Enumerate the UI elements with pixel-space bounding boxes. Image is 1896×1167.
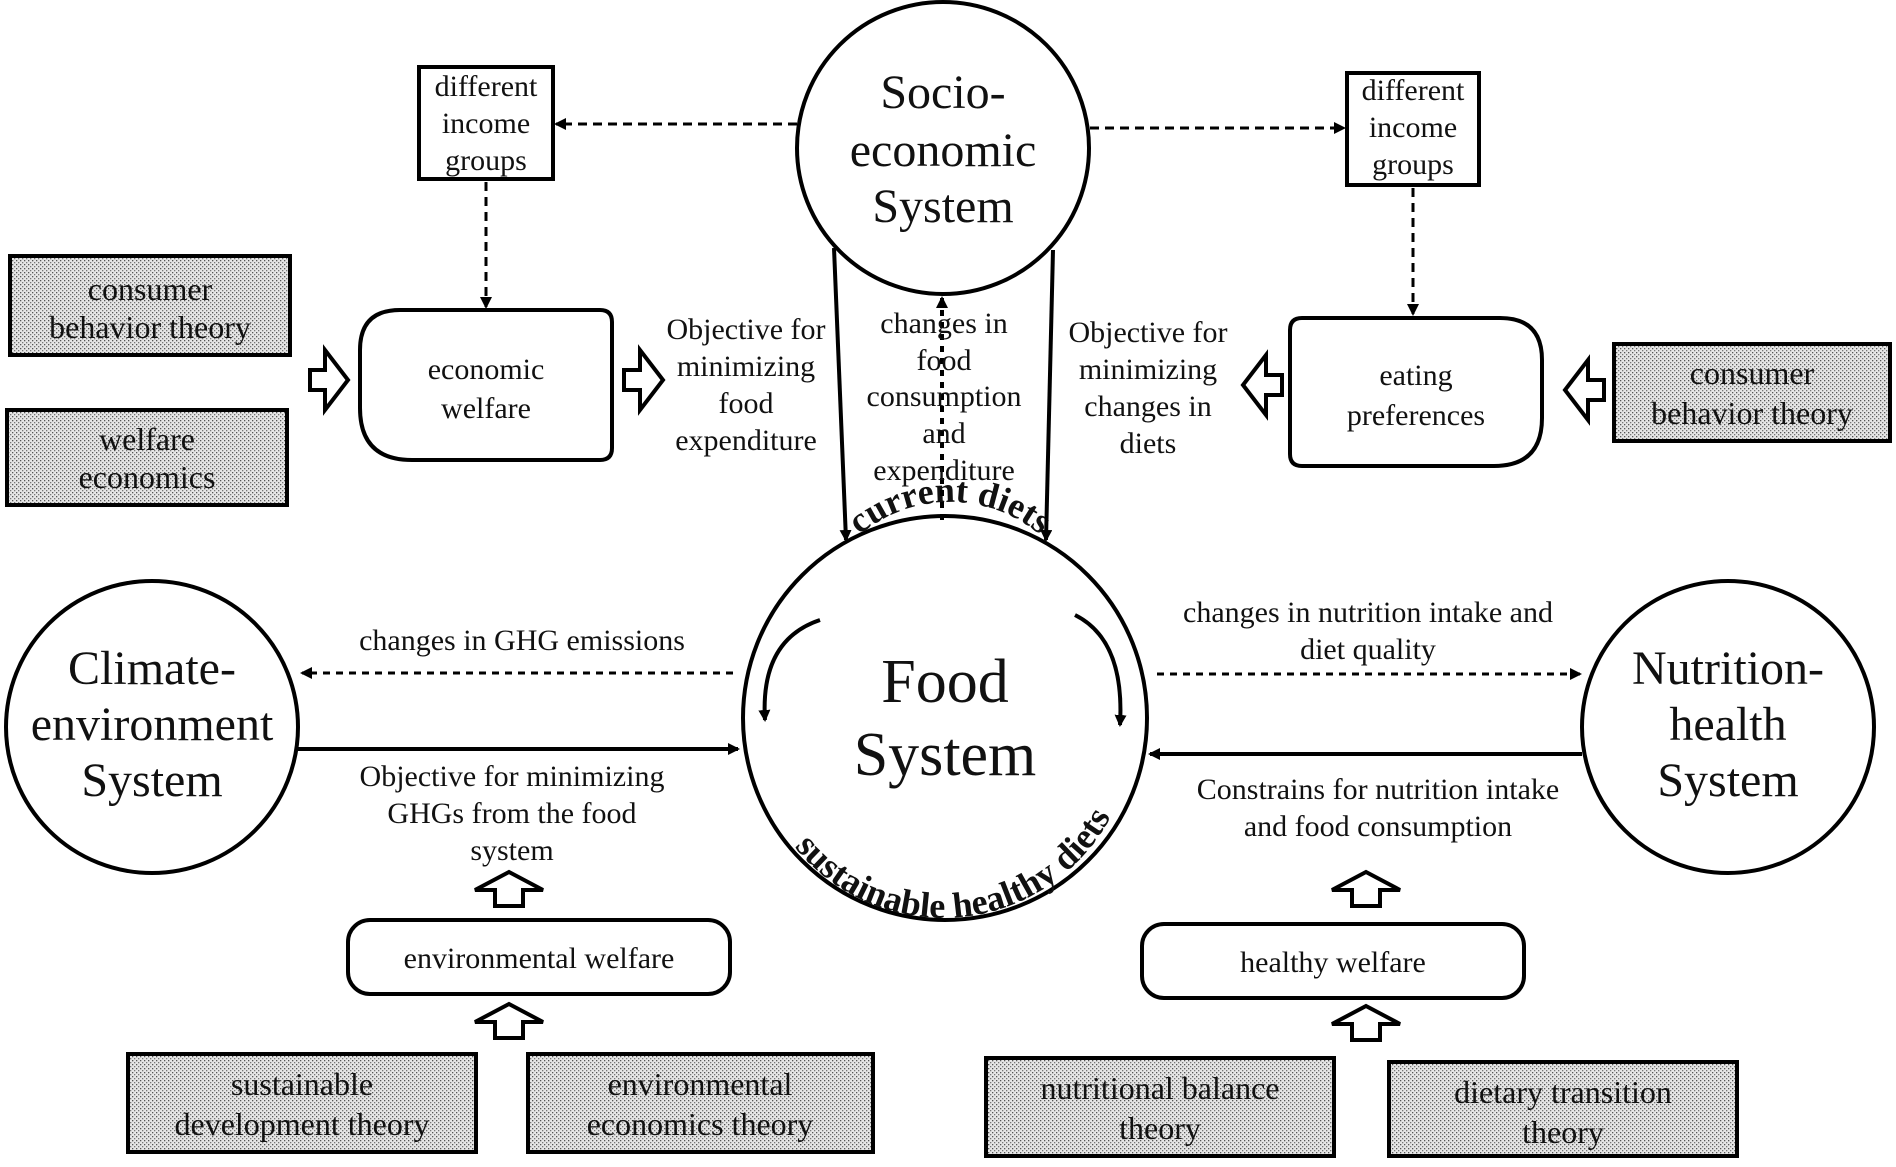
consumer-left-line-2: behavior theory bbox=[49, 309, 251, 345]
hollow-arrow-theory-to-economic bbox=[308, 344, 351, 416]
healthy-welfare-box: healthy welfare bbox=[1140, 922, 1526, 1000]
changes-consumption-line-5: expenditure bbox=[873, 454, 1015, 487]
objective-minimizing-ghg-label: Objective for minimizing GHGs from the f… bbox=[360, 760, 665, 867]
socio-economic-title-1: Socio- bbox=[880, 66, 1005, 119]
hollow-arrow-economic-to-objective bbox=[622, 344, 666, 416]
obj-ghg-line-2: GHGs from the food bbox=[387, 797, 636, 830]
changes-consumption-line-2: food bbox=[917, 344, 972, 377]
obj-ghg-line-3: system bbox=[470, 834, 553, 867]
changes-consumption-line-3: consumption bbox=[867, 380, 1022, 413]
food-system-title-1: Food bbox=[881, 648, 1008, 716]
hollow-arrow-welfare-to-ghg-objective bbox=[474, 869, 544, 908]
consumer-right-line-1: consumer bbox=[1690, 355, 1815, 391]
healthy-welfare-label: healthy welfare bbox=[1240, 946, 1426, 979]
income-groups-left-line-2: income bbox=[442, 107, 530, 140]
economic-welfare-line-2: welfare bbox=[441, 392, 531, 425]
socio-to-food-left-arrow bbox=[832, 247, 852, 542]
obj-expenditure-line-2: minimizing bbox=[677, 350, 815, 383]
sustainable-development-theory: sustainable development theory bbox=[126, 1052, 478, 1154]
hollow-arrow-eating-to-objective bbox=[1240, 349, 1284, 421]
nutritional-balance-line-2: theory bbox=[1119, 1110, 1201, 1146]
eating-preferences-line-1: eating bbox=[1379, 359, 1452, 392]
dietary-transition-line-1: dietary transition bbox=[1454, 1074, 1672, 1110]
income-groups-right-line-2: income bbox=[1369, 111, 1457, 144]
food-system: Food System current diets sustainable he… bbox=[741, 470, 1149, 926]
nutrition-changes-label: changes in nutrition intake and diet qua… bbox=[1183, 596, 1553, 666]
constraints-line-1: Constrains for nutrition intake bbox=[1197, 773, 1559, 806]
changes-consumption-expenditure-label: changes in food consumption and expendit… bbox=[867, 307, 1022, 487]
climate-title-1: Climate- bbox=[68, 642, 236, 695]
climate-title-3: System bbox=[81, 754, 222, 807]
env-econ-line-1: environmental bbox=[608, 1066, 793, 1102]
welfare-econ-line-2: economics bbox=[79, 459, 216, 495]
constraints-label: Constrains for nutrition intake and food… bbox=[1197, 773, 1559, 843]
income-groups-right-line-3: groups bbox=[1372, 148, 1454, 181]
objective-minimizing-diet-changes-label: Objective for minimizing changes in diet… bbox=[1068, 316, 1227, 460]
obj-diets-line-1: Objective for bbox=[1068, 316, 1227, 349]
sustainable-dev-line-1: sustainable bbox=[231, 1066, 373, 1102]
environmental-economics-theory: environmental economics theory bbox=[526, 1052, 875, 1154]
obj-diets-line-4: diets bbox=[1120, 427, 1177, 460]
consumer-left-line-1: consumer bbox=[88, 271, 213, 307]
cycle-arrow-left bbox=[758, 618, 821, 722]
nutrition-changes-line-2: diet quality bbox=[1300, 633, 1436, 666]
consumer-behavior-theory-right: consumer behavior theory bbox=[1612, 342, 1892, 443]
environmental-welfare-box: environmental welfare bbox=[346, 918, 732, 996]
env-econ-line-2: economics theory bbox=[587, 1106, 814, 1142]
changes-consumption-line-4: and bbox=[922, 417, 965, 450]
nutrition-title-2: health bbox=[1669, 698, 1786, 751]
obj-expenditure-line-1: Objective for bbox=[666, 313, 825, 346]
hollow-arrow-theories-to-env-welfare bbox=[474, 1001, 544, 1040]
income-groups-left-box: different income groups bbox=[417, 65, 555, 181]
obj-ghg-line-1: Objective for minimizing bbox=[360, 760, 665, 793]
income-groups-right-line-1: different bbox=[1362, 74, 1465, 107]
economic-welfare-line-1: economic bbox=[428, 353, 545, 386]
climate-title-2: environment bbox=[31, 698, 274, 751]
socio-to-food-right-arrow bbox=[1040, 249, 1055, 542]
dietary-transition-line-2: theory bbox=[1522, 1114, 1604, 1150]
climate-environment-system: Climate- environment System bbox=[4, 579, 300, 875]
socio-economic-system: Socio- economic System bbox=[795, 0, 1091, 296]
obj-diets-line-2: minimizing bbox=[1079, 353, 1217, 386]
income-groups-left-line-3: groups bbox=[445, 144, 527, 177]
socio-economic-title-3: System bbox=[872, 180, 1013, 233]
ghg-changes-label: changes in GHG emissions bbox=[359, 624, 685, 657]
eating-preferences-box: eating preferences bbox=[1288, 316, 1544, 468]
obj-diets-line-3: changes in bbox=[1084, 390, 1211, 423]
obj-expenditure-line-3: food bbox=[719, 387, 774, 420]
obj-expenditure-line-4: expenditure bbox=[675, 424, 817, 457]
nutritional-balance-theory: nutritional balance theory bbox=[984, 1056, 1336, 1158]
cycle-arrow-right bbox=[1074, 613, 1127, 727]
hollow-arrows bbox=[308, 344, 1606, 1042]
nutrition-changes-line-1: changes in nutrition intake and bbox=[1183, 596, 1553, 629]
sustainable-dev-line-2: development theory bbox=[174, 1106, 429, 1142]
hollow-arrow-theories-to-healthy-welfare bbox=[1331, 1003, 1401, 1042]
environmental-welfare-label: environmental welfare bbox=[404, 942, 675, 975]
food-system-title-2: System bbox=[854, 721, 1037, 789]
hollow-arrow-welfare-to-constraints bbox=[1331, 869, 1401, 908]
welfare-econ-line-1: welfare bbox=[99, 421, 195, 457]
nutrition-health-system: Nutrition- health System bbox=[1580, 579, 1876, 875]
income-groups-left-line-1: different bbox=[435, 70, 538, 103]
changes-consumption-line-1: changes in bbox=[880, 307, 1007, 340]
socio-economic-title-2: economic bbox=[850, 124, 1037, 177]
objective-minimizing-expenditure-label: Objective for minimizing food expenditur… bbox=[666, 313, 825, 457]
constraints-line-2: and food consumption bbox=[1244, 810, 1512, 843]
welfare-economics-theory: welfare economics bbox=[5, 408, 289, 507]
consumer-behavior-theory-left: consumer behavior theory bbox=[8, 254, 292, 357]
nutritional-balance-line-1: nutritional balance bbox=[1040, 1070, 1279, 1106]
eating-preferences-line-2: preferences bbox=[1347, 399, 1485, 432]
income-groups-right-box: different income groups bbox=[1345, 71, 1481, 187]
dietary-transition-theory: dietary transition theory bbox=[1387, 1060, 1739, 1158]
hollow-arrow-theory-to-eating bbox=[1562, 354, 1606, 426]
economic-welfare-box: economic welfare bbox=[358, 308, 614, 462]
nutrition-title-1: Nutrition- bbox=[1632, 642, 1824, 695]
consumer-right-line-2: behavior theory bbox=[1651, 395, 1853, 431]
nutrition-title-3: System bbox=[1657, 754, 1798, 807]
